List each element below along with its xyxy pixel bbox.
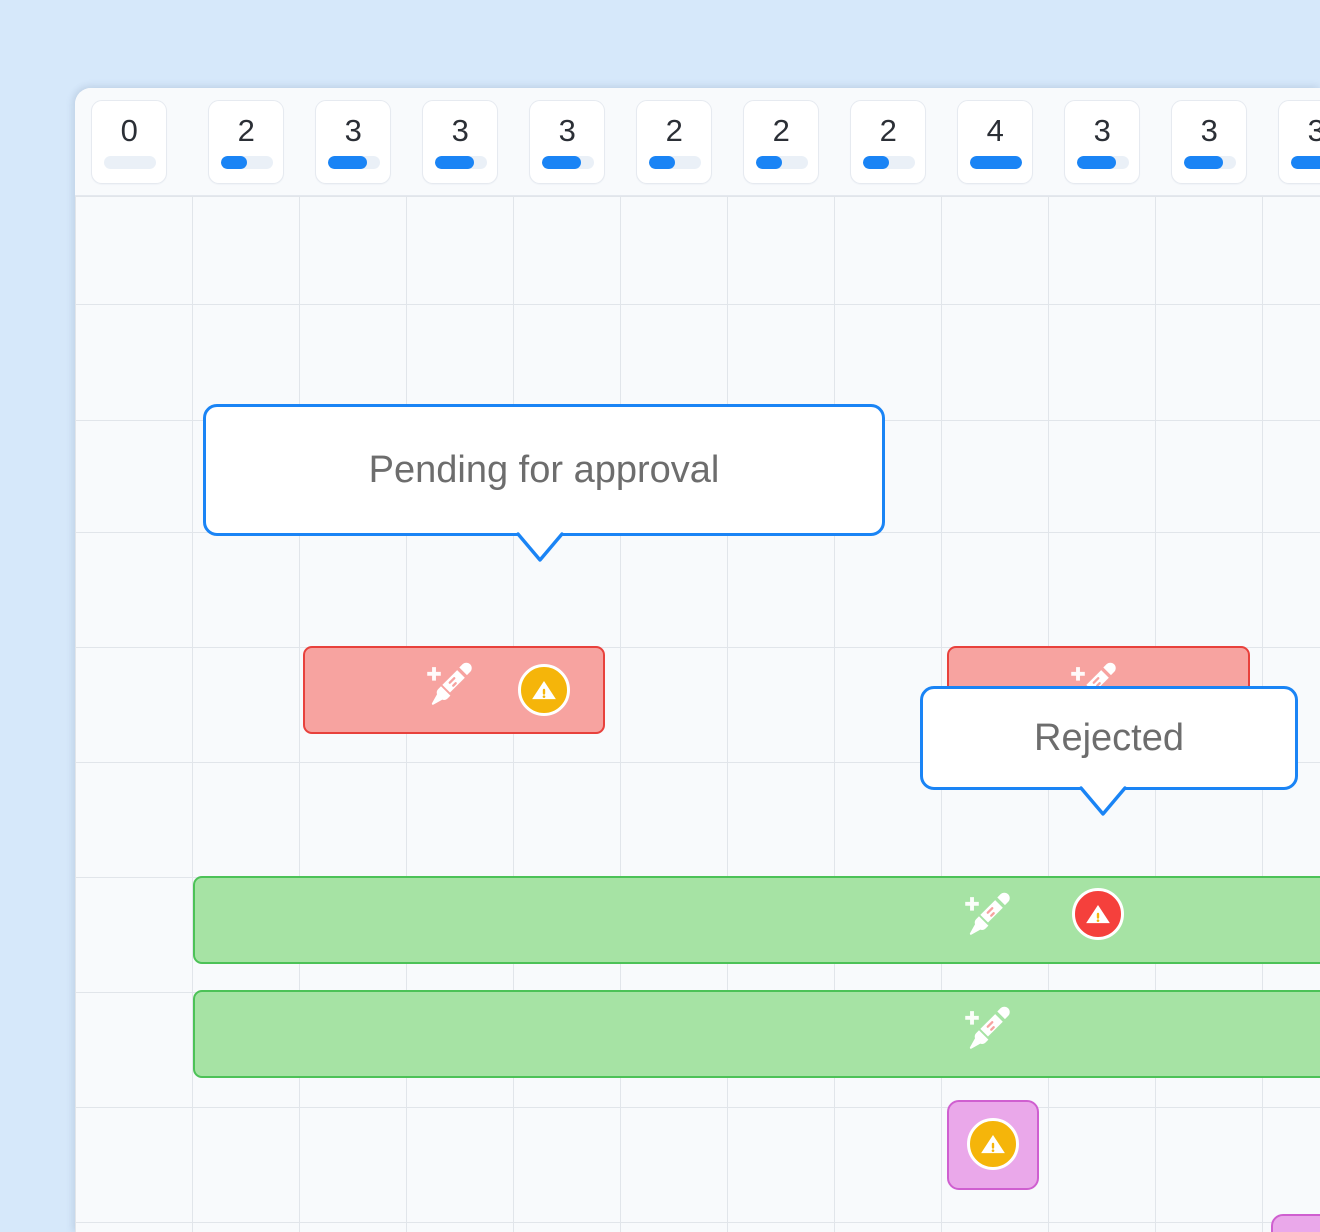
grid-row-line-9 xyxy=(75,1222,1320,1223)
grid-column-line-6 xyxy=(727,196,728,1232)
grid-row-line-0 xyxy=(75,196,1320,197)
thermometer-plus-icon xyxy=(957,998,1019,1060)
day-capacity-bar xyxy=(649,156,701,169)
rejected-tooltip: Rejected xyxy=(920,686,1298,790)
grid-row-line-1 xyxy=(75,304,1320,305)
tooltip-pointer-icon xyxy=(516,532,564,562)
day-capacity-count: 3 xyxy=(451,113,469,148)
grid-column-line-5 xyxy=(620,196,621,1232)
grid-row-line-8 xyxy=(75,1107,1320,1108)
grid-column-line-7 xyxy=(834,196,835,1232)
day-capacity-card-6[interactable]: 2 xyxy=(743,100,819,184)
day-capacity-count: 3 xyxy=(558,113,576,148)
day-capacity-bar xyxy=(1077,156,1129,169)
day-capacity-bar xyxy=(970,156,1022,169)
day-capacity-bar-fill xyxy=(756,156,782,169)
tooltip-label: Pending for approval xyxy=(368,449,720,491)
schedule-appointment-card[interactable] xyxy=(1271,1214,1320,1232)
thermometer-plus-icon xyxy=(957,884,1019,946)
rejected-warning-badge[interactable] xyxy=(1072,888,1124,940)
grid-row-line-4 xyxy=(75,647,1320,648)
day-capacity-bar xyxy=(104,156,156,169)
day-capacity-card-10[interactable]: 3 xyxy=(1171,100,1247,184)
day-capacity-count: 3 xyxy=(1200,113,1218,148)
tooltip-label: Rejected xyxy=(1034,717,1184,759)
pending-tooltip: Pending for approval xyxy=(203,404,885,536)
day-capacity-count: 2 xyxy=(772,113,790,148)
day-capacity-count: 3 xyxy=(1093,113,1111,148)
day-capacity-card-3[interactable]: 3 xyxy=(422,100,498,184)
day-capacity-bar-fill xyxy=(649,156,675,169)
day-capacity-bar-fill xyxy=(542,156,581,169)
warning-triangle-icon xyxy=(529,675,559,705)
day-capacity-header: 0 2 3 3 3 2 2 2 4 3 3 3 xyxy=(75,88,1320,196)
day-capacity-card-9[interactable]: 3 xyxy=(1064,100,1140,184)
thermometer-plus-icon xyxy=(419,654,481,716)
grid-column-line-0 xyxy=(75,196,76,1232)
day-capacity-bar-fill xyxy=(221,156,247,169)
day-capacity-bar xyxy=(542,156,594,169)
day-capacity-bar xyxy=(221,156,273,169)
day-capacity-bar xyxy=(756,156,808,169)
day-capacity-bar-fill xyxy=(1077,156,1116,169)
day-capacity-bar xyxy=(863,156,915,169)
day-capacity-card-5[interactable]: 2 xyxy=(636,100,712,184)
day-capacity-bar-fill xyxy=(435,156,474,169)
tooltip-pointer-icon xyxy=(1079,786,1127,816)
day-capacity-bar-fill xyxy=(1291,156,1320,169)
day-capacity-card-7[interactable]: 2 xyxy=(850,100,926,184)
day-capacity-card-1[interactable]: 2 xyxy=(208,100,284,184)
day-capacity-bar xyxy=(1291,156,1320,169)
schedule-board: 0 2 3 3 3 2 2 2 4 3 3 3 xyxy=(75,88,1320,1232)
day-capacity-bar-fill xyxy=(328,156,367,169)
day-capacity-card-2[interactable]: 3 xyxy=(315,100,391,184)
pending-warning-badge[interactable] xyxy=(518,664,570,716)
day-capacity-count: 2 xyxy=(665,113,683,148)
day-capacity-bar-fill xyxy=(863,156,889,169)
day-capacity-count: 2 xyxy=(237,113,255,148)
day-capacity-count: 2 xyxy=(879,113,897,148)
pending-warning-badge[interactable] xyxy=(967,1118,1019,1170)
day-capacity-bar xyxy=(328,156,380,169)
grid-column-line-2 xyxy=(299,196,300,1232)
schedule-task-bar[interactable] xyxy=(193,876,1320,964)
day-capacity-card-8[interactable]: 4 xyxy=(957,100,1033,184)
day-capacity-card-4[interactable]: 3 xyxy=(529,100,605,184)
warning-triangle-icon xyxy=(1083,899,1113,929)
warning-triangle-icon xyxy=(978,1129,1008,1159)
day-capacity-card-0[interactable]: 0 xyxy=(91,100,167,184)
day-capacity-count: 0 xyxy=(120,113,138,148)
grid-column-line-1 xyxy=(192,196,193,1232)
day-capacity-count: 4 xyxy=(986,113,1004,148)
day-capacity-bar xyxy=(435,156,487,169)
day-capacity-bar-fill xyxy=(970,156,1022,169)
day-capacity-bar xyxy=(1184,156,1236,169)
grid-row-line-5 xyxy=(75,762,1320,763)
schedule-task-bar[interactable] xyxy=(193,990,1320,1078)
day-capacity-count: 3 xyxy=(1307,113,1320,148)
day-capacity-count: 3 xyxy=(344,113,362,148)
day-capacity-bar-fill xyxy=(1184,156,1223,169)
day-capacity-card-11[interactable]: 3 xyxy=(1278,100,1320,184)
